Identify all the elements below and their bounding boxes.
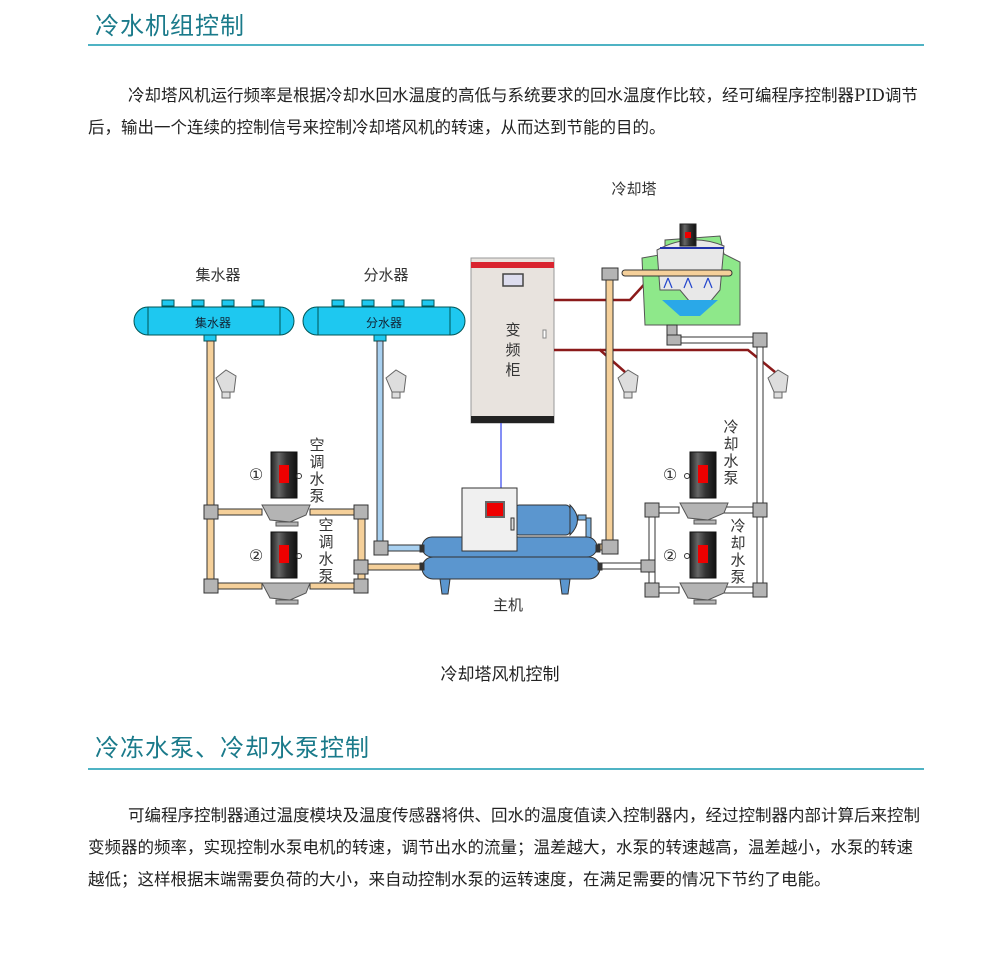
diagram-caption: 冷却塔风机控制 <box>440 665 560 685</box>
ac-pump-2-label-char: 泵 <box>318 567 333 585</box>
cooling-pump-1-label: 冷 却 水 泵 <box>723 418 738 487</box>
cooling-pump-2-label-char: 水 <box>730 551 745 569</box>
temperature-sensor-icon <box>215 369 237 399</box>
vfd-label-2: 频 <box>505 341 520 359</box>
ac-pump-number-1: ① <box>249 465 263 484</box>
cooling-water-pump-2 <box>679 531 729 605</box>
cooling-pump-1-label-char: 却 <box>723 435 738 453</box>
cooling-pump-number-2: ② <box>663 546 677 565</box>
ac-pump-2-label-char: 空 <box>318 516 333 534</box>
section-title-pump-control: 冷冻水泵、冷却水泵控制 <box>95 734 370 762</box>
collector-body-label: 集水器 <box>195 315 231 330</box>
pump-control-paragraph: 可编程序控制器通过温度模块及温度传感器将供、回水的温度值读入控制器内，经过控制器… <box>88 800 928 896</box>
cooling-tower <box>621 223 741 326</box>
section-divider <box>88 768 924 770</box>
cooling-pump-2-label-char: 泵 <box>730 568 745 586</box>
water-distributor-vessel: 分水器 <box>302 299 466 342</box>
cooling-water-pipe <box>597 267 768 598</box>
cooling-pump-1-label-char: 水 <box>723 452 738 470</box>
cooling-pump-2-label-char: 冷 <box>730 517 745 535</box>
return-water-pipe <box>203 340 431 594</box>
pump-control-paragraph-text: 可编程序控制器通过温度模块及温度传感器将供、回水的温度值读入控制器内，经过控制器… <box>88 806 920 889</box>
cooling-water-pump-1 <box>679 451 729 525</box>
collector-label: 集水器 <box>195 266 240 284</box>
chiller-unit <box>419 487 603 595</box>
section-divider <box>88 44 924 46</box>
ac-pump-1-label-char: 水 <box>309 470 324 488</box>
ac-pump-1-label: 空 调 水 泵 <box>309 436 324 505</box>
ac-pump-1-label-char: 调 <box>309 453 324 471</box>
distributor-body-label: 分水器 <box>366 316 402 330</box>
supply-water-pipe <box>373 340 427 556</box>
ac-water-pump-2 <box>261 531 311 605</box>
ac-pump-2-label-char: 调 <box>318 533 333 551</box>
vfd-cabinet: 变 频 柜 <box>470 257 555 424</box>
section-title-chiller-control: 冷水机组控制 <box>95 12 245 40</box>
cooling-tower-label: 冷却塔 <box>611 180 656 198</box>
ac-pump-2-label: 空 调 水 泵 <box>318 516 333 585</box>
chiller-label: 主机 <box>493 596 523 614</box>
cooling-pump-2-label: 冷 却 水 泵 <box>730 517 745 586</box>
ac-pump-2-label-char: 水 <box>318 550 333 568</box>
ac-pump-number-2: ② <box>249 546 263 565</box>
ac-pump-1-label-char: 空 <box>309 436 324 454</box>
temperature-sensor-icon <box>617 369 639 399</box>
ac-water-pump-1 <box>261 451 311 527</box>
temperature-sensor-icon <box>385 369 407 399</box>
temperature-sensor-icon <box>767 369 789 399</box>
intro-paragraph-text: 冷却塔风机运行频率是根据冷却水回水温度的高低与系统要求的回水温度作比较，经可编程… <box>88 86 918 137</box>
vfd-label-1: 变 <box>505 321 520 339</box>
ac-pump-1-label-char: 泵 <box>309 487 324 505</box>
distributor-label: 分水器 <box>363 266 408 284</box>
cooling-pump-2-label-char: 却 <box>730 534 745 552</box>
intro-paragraph: 冷却塔风机运行频率是根据冷却水回水温度的高低与系统要求的回水温度作比较，经可编程… <box>88 80 928 144</box>
water-collector-vessel: 集水器 <box>133 299 295 342</box>
cooling-pump-1-label-char: 泵 <box>723 469 738 487</box>
cooling-system-diagram: 集水器 分水器 冷却塔 集水器 分水器 <box>133 180 789 614</box>
vfd-label-3: 柜 <box>505 361 520 379</box>
cooling-pump-number-1: ① <box>663 465 677 484</box>
cooling-pump-1-label-char: 冷 <box>723 418 738 436</box>
